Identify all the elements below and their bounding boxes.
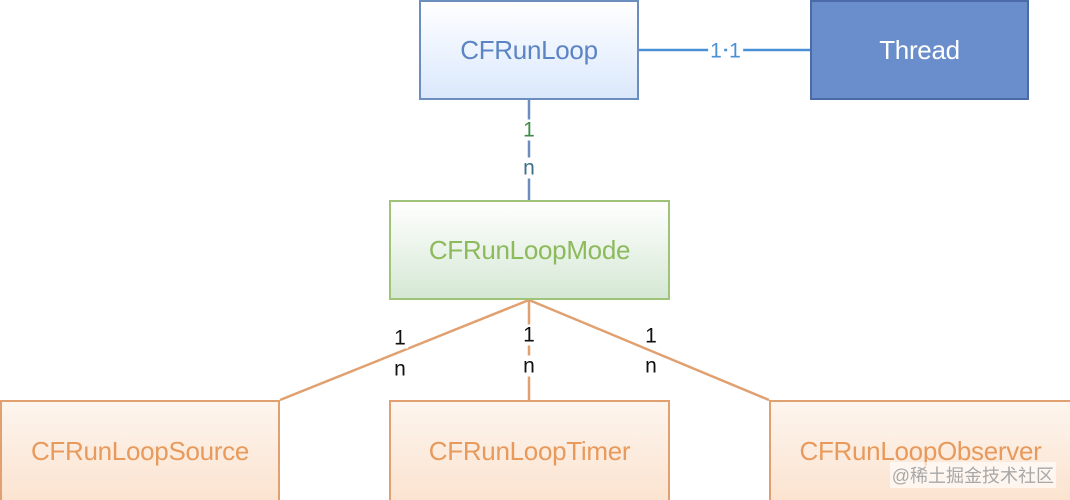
mult-runloop-thread-from: 1: [708, 39, 724, 63]
mult-mode-source-from: 1: [392, 326, 408, 350]
node-cfrunloopobserver-label: CFRunLoopObserver: [799, 435, 1042, 466]
node-thread[interactable]: Thread: [810, 0, 1029, 100]
mult-mode-timer-to: n: [521, 354, 537, 378]
mult-mode-observer-to: n: [643, 354, 659, 378]
node-cfrunloopsource-label: CFRunLoopSource: [30, 435, 250, 466]
node-cfrunloopsource[interactable]: CFRunLoopSource: [0, 400, 280, 500]
mult-mode-source-to: n: [392, 357, 408, 381]
node-cfrunloop-label: CFRunLoop: [460, 34, 598, 65]
mult-runloop-thread-to: 1: [727, 39, 743, 63]
node-thread-label: Thread: [879, 34, 960, 65]
node-cfrunloop[interactable]: CFRunLoop: [419, 0, 639, 100]
node-cfrunloopmode-label: CFRunLoopMode: [428, 234, 631, 265]
mult-runloop-mode-to: n: [521, 156, 537, 180]
mult-mode-observer-from: 1: [643, 324, 659, 348]
node-cfrunlooptimer[interactable]: CFRunLoopTimer: [389, 400, 670, 500]
mult-runloop-mode-from: 1: [521, 118, 537, 142]
edge-mode-observer: [528, 298, 770, 402]
edge-mode-source: [279, 298, 530, 402]
node-cfrunlooptimer-label: CFRunLoopTimer: [428, 435, 631, 466]
node-cfrunloopmode[interactable]: CFRunLoopMode: [389, 200, 670, 300]
mult-mode-timer-from: 1: [521, 323, 537, 347]
watermark: @稀土掘金技术社区: [889, 462, 1056, 488]
